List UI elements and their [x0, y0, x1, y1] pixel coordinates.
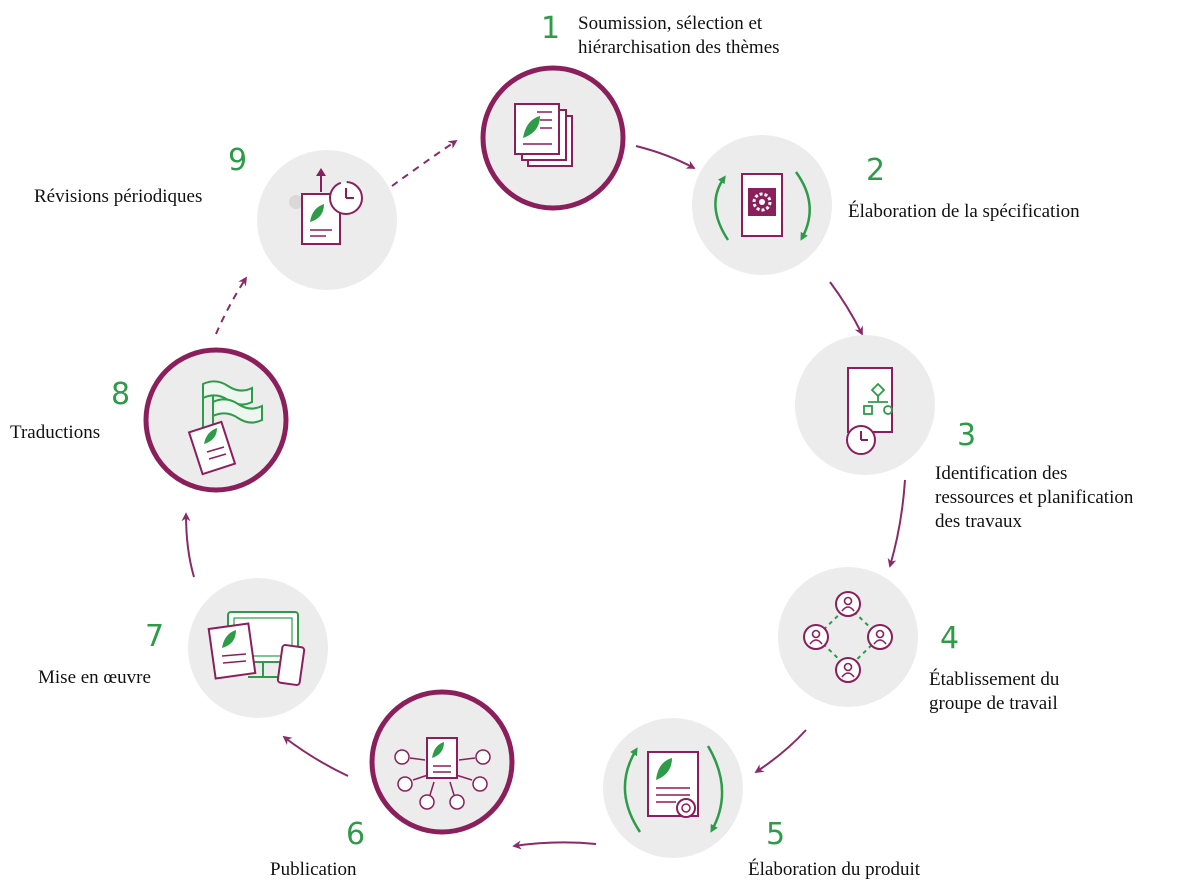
arrow-5-to-6: [512, 840, 597, 850]
step-7-label: Mise en œuvre: [38, 666, 151, 690]
step-9-number: 9: [228, 143, 248, 178]
step-4-label-line-2: groupe de travail: [929, 693, 1058, 714]
step-2-node: [692, 135, 832, 275]
step-6-label-line-1: Publication: [270, 859, 357, 880]
step-3-label-line-3: des travaux: [935, 511, 1023, 532]
step-5-label: Élaboration du produit: [748, 858, 920, 882]
arrow-9-to-1: [391, 139, 458, 187]
step-5-number: 5: [766, 817, 786, 852]
step-6-label: Publication: [270, 858, 357, 882]
step-8-circle: [143, 347, 289, 493]
arrow-8-to-9: [215, 276, 247, 335]
step-3-label-line-2: ressources et planification: [935, 487, 1134, 508]
step-4-circle: [778, 567, 918, 707]
step-4-number: 4: [940, 621, 960, 656]
four-people-network-icon: [803, 591, 893, 683]
step-4-label-line-1: Établissement du: [929, 669, 1060, 690]
step-7-label-line-1: Mise en œuvre: [38, 667, 151, 688]
step-8-node: [143, 347, 289, 493]
step-4-label: Établissement du groupe de travail: [929, 668, 1059, 716]
step-9-label-line-1: Révisions périodiques: [34, 186, 203, 207]
document-distribution-people-icon: [394, 737, 491, 810]
step-3-label-line-1: Identification des: [935, 463, 1068, 484]
step-3-node: [795, 335, 935, 475]
document-monitor-phone-icon: [207, 611, 306, 686]
step-9-node: [257, 150, 397, 290]
arrow-2-to-3: [829, 281, 863, 336]
step-5-label-line-1: Élaboration du produit: [748, 859, 921, 880]
document-flowchart-clock-icon: [846, 367, 893, 455]
step-7-number: 7: [145, 619, 165, 654]
step-3-number: 3: [957, 418, 977, 453]
step-8-label-line-1: Traductions: [10, 422, 101, 443]
step-1-node: [480, 65, 626, 211]
arrow-6-to-7: [282, 735, 349, 777]
certificate-document-cycle-icon: [623, 745, 724, 833]
step-1-label: Soumission, sélection et hiérarchisation…: [578, 12, 780, 60]
step-2-label-line-1: Élaboration de la spécification: [848, 201, 1080, 222]
arrow-3-to-4: [887, 479, 906, 568]
step-7-node: [188, 578, 328, 718]
step-1-label-line-2: hiérarchisation des thèmes: [578, 37, 780, 58]
connector-arrows: [181, 139, 906, 850]
arrow-4-to-5: [754, 729, 807, 773]
flags-document-icon: [187, 380, 263, 476]
arrow-1-to-2: [635, 145, 696, 169]
stacked-documents-leaf-icon: [514, 103, 573, 167]
step-2-label: Élaboration de la spécification: [848, 200, 1080, 224]
step-6-node: [369, 689, 515, 835]
arrow-7-to-8: [181, 512, 195, 578]
document-gear-cycle-icon: [714, 171, 811, 241]
step-4-node: [778, 567, 918, 707]
step-9-label: Révisions périodiques: [34, 185, 202, 209]
document-clock-update-icon: [301, 168, 363, 245]
step-2-number: 2: [866, 153, 886, 188]
step-1-number: 1: [541, 11, 561, 46]
step-8-number: 8: [111, 377, 131, 412]
step-5-node: [603, 718, 743, 858]
step-8-label: Traductions: [10, 421, 100, 445]
step-3-label: Identification des ressources et planifi…: [935, 462, 1133, 534]
step-6-number: 6: [346, 817, 366, 852]
step-1-label-line-1: Soumission, sélection et: [578, 13, 763, 34]
